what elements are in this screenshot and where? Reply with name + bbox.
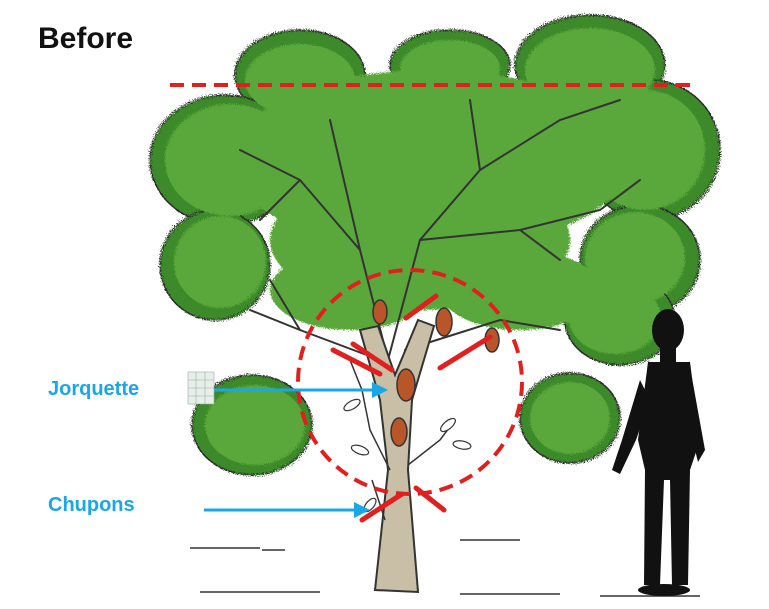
grid-patch (188, 372, 214, 404)
diagram-title: Before (38, 22, 133, 56)
trunk (360, 320, 434, 592)
ground-lines (190, 540, 700, 596)
cocoa-pod-icon (397, 369, 415, 401)
cocoa-pod-icon (436, 308, 452, 336)
cocoa-pod-icon (373, 300, 387, 324)
chupons-label: Chupons (48, 494, 135, 517)
cocoa-pod-icon (391, 418, 407, 446)
jorquette-label: Jorquette (48, 378, 139, 401)
